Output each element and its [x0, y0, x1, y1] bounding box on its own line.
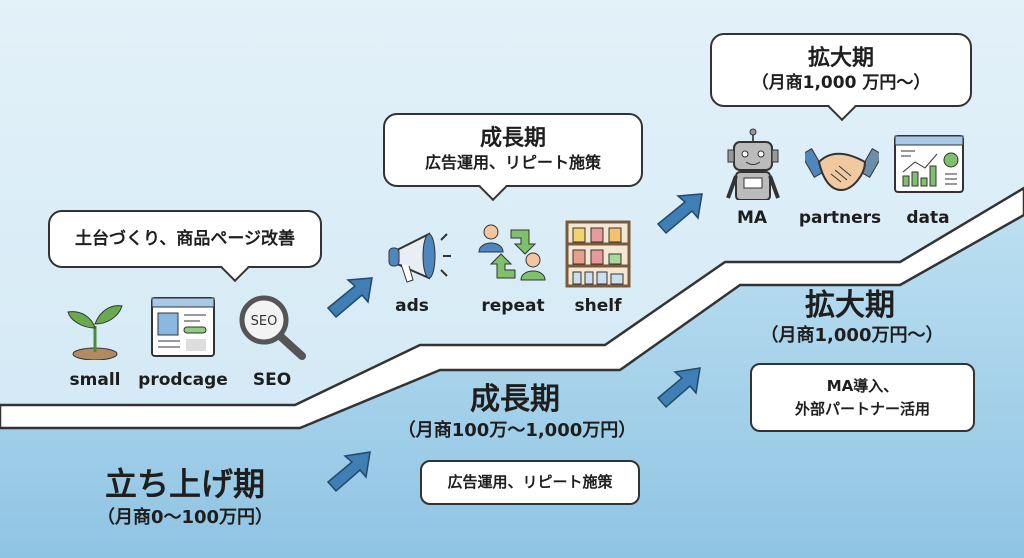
stage2-bubble-text: 広告運用、リピート施策 — [424, 152, 601, 172]
megaphone-icon — [388, 232, 451, 283]
stage3-speech-bubble: 拡大期 （月商1,000 万円〜） — [710, 33, 972, 122]
sprout-icon — [67, 305, 123, 360]
stage2-box: 広告運用、リピート施策 — [420, 460, 640, 505]
product-page-icon — [151, 297, 215, 357]
stage1-speech-bubble: 土台づくり、商品ページ改善 — [48, 210, 322, 283]
robot-icon — [726, 128, 780, 200]
seo-magnifier-icon: SEO — [239, 295, 306, 360]
stage2-speech-bubble: 成長期 広告運用、リピート施策 — [383, 113, 643, 202]
svg-text:SEO: SEO — [251, 314, 278, 329]
data-dashboard-icon — [894, 135, 964, 193]
stage3-box: MA導入、 外部パートナー活用 — [750, 363, 975, 432]
icon-label-small: small — [69, 370, 121, 390]
stage3-bubble-text: （月商1,000 万円〜） — [751, 73, 931, 94]
icon-label-partners: partners — [798, 208, 882, 228]
icon-label-repeat: repeat — [481, 296, 545, 316]
stage2-subtitle: （月商100万〜1,000万円） — [397, 420, 637, 441]
stage3-bubble-title: 拡大期 — [807, 45, 874, 71]
repeat-customers-icon — [478, 224, 546, 281]
stage1-subtitle: （月商0〜100万円） — [96, 507, 274, 528]
icon-label-prodcage: prodcage — [138, 370, 228, 390]
stage2-title: 成長期 — [470, 382, 560, 417]
stage3-box-line2: 外部パートナー活用 — [794, 399, 930, 418]
shelf-icon — [565, 220, 631, 288]
stage1-bubble-text: 土台づくり、商品ページ改善 — [75, 228, 295, 249]
stage2-bubble-title: 成長期 — [479, 126, 546, 152]
stage3-box-line1: MA導入、 — [826, 377, 899, 395]
stage1-title: 立ち上げ期 — [104, 465, 266, 503]
icon-label-seo: SEO — [252, 370, 292, 390]
arrows — [326, 193, 703, 493]
icon-label-ads: ads — [395, 296, 429, 316]
stage3-subtitle: （月商1,000万円〜） — [760, 325, 944, 346]
handshake-icon — [805, 148, 879, 192]
stage2-box-text: 広告運用、リピート施策 — [447, 473, 613, 492]
icon-label-ma: MA — [736, 208, 768, 228]
stage3-title: 拡大期 — [805, 288, 895, 323]
icon-label-shelf: shelf — [574, 296, 622, 316]
icon-label-data: data — [906, 208, 950, 228]
